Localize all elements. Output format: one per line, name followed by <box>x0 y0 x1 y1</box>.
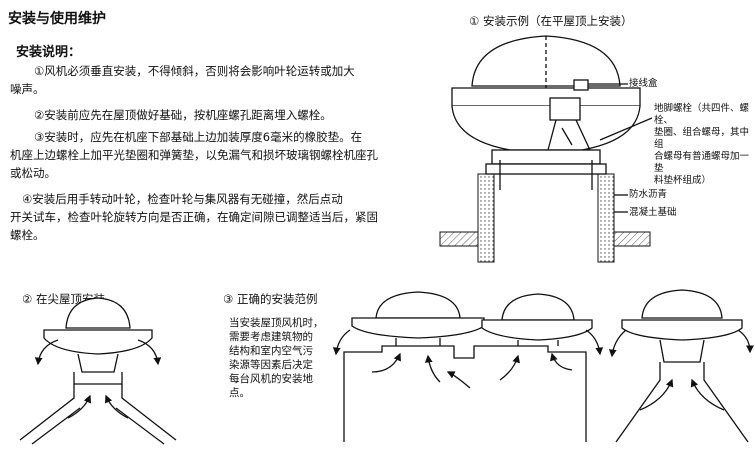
figure3-note: 当安装屋顶风机时， 需要考虑建筑物的 结构和室内空气污 染源等因素后决定 每台风… <box>229 316 324 400</box>
instruction-line-7: ④安装后用手转动叶轮，检查叶轮与集风器有无碰撞，然后点动 <box>22 192 343 206</box>
fan3c-hood <box>621 319 743 341</box>
fan3a-hood <box>351 317 485 339</box>
fan-base-collar <box>491 149 601 165</box>
fan2-dome <box>65 297 131 329</box>
instruction-line-6: 或松动。 <box>10 166 56 180</box>
building-outline <box>343 345 587 442</box>
callout-anchor-bolt-line-1: 地脚螺栓（共四件、螺栓、 <box>654 103 750 126</box>
instructions-title: 安装说明： <box>16 45 82 60</box>
motor-body <box>549 97 581 121</box>
figure3-note-line-4: 染源等因素后决定 <box>229 359 313 371</box>
page-heading: 安装与使用维护 <box>8 11 106 27</box>
callout-anchor-bolt-line-3: 合螺母有普通螺母加一垫 <box>654 151 750 174</box>
figure3-note-line-2: 需要考虑建筑物的 <box>229 331 313 343</box>
callout-anchor-bolt-line-4: 料垫杯组成） <box>654 175 712 186</box>
fan3c-dome <box>641 289 723 319</box>
fan3c-roof <box>615 362 749 443</box>
fan-hood <box>451 87 641 107</box>
fan-hood-skirt <box>451 105 641 151</box>
callout-anchor-bolt-line-2: 垫圈、组合螺母，其中组 <box>654 127 750 150</box>
instruction-line-9: 螺栓。 <box>10 228 45 242</box>
figure3-note-line-5: 每台风机的安装地 <box>229 373 313 385</box>
pitched-roof-fan-drawing <box>19 297 177 445</box>
instruction-line-4: ③安装时，应先在机座下部基础上边加装厚度6毫米的橡胶垫。在 <box>34 130 363 144</box>
figure3-caption: ③ 正确的安装范例 <box>223 292 318 306</box>
instruction-line-5: 机座上边螺栓上加平光垫圈和弹簧垫，以免漏气和损坏玻璃钢螺栓机座孔 <box>10 148 378 162</box>
fan3a-dome <box>375 291 461 319</box>
fan3b-dome <box>501 293 575 321</box>
roof-slab-left <box>439 231 479 247</box>
instruction-line-2: 噪声。 <box>10 82 45 96</box>
figure3-note-line-1: 当安装屋顶风机时， <box>229 317 324 329</box>
instruction-line-1: ①风机必须垂直安装，不得倾斜，否则将会影响叶轮运转或加大 <box>34 64 355 78</box>
callout-concrete: 混凝土基础 <box>629 207 677 218</box>
left-concrete-wall <box>477 173 495 263</box>
figure3-note-line-6: 点。 <box>229 387 250 399</box>
flat-roof-fan-drawing <box>439 35 653 263</box>
junction-box <box>573 79 589 91</box>
figure1-caption: ① 安装示例（在平屋顶上安装） <box>469 14 633 28</box>
fan3b-hood <box>481 319 593 341</box>
instruction-line-3: ②安装前应先在屋顶做好基础，按机座螺孔距离埋入螺栓。 <box>34 108 332 122</box>
callout-junction-box: 接线盒 <box>629 78 658 89</box>
roof-slab-right <box>613 231 651 247</box>
right-concrete-wall <box>597 173 615 263</box>
figure3-note-line-3: 结构和室内空气污 <box>229 345 313 357</box>
fan2-hood <box>43 329 153 355</box>
correct-installation-drawing <box>332 289 754 443</box>
instruction-line-8: 开关试车，检查叶轮旋转方向是否正确，在确定间隙已调整适当后，紧固 <box>10 210 378 224</box>
callout-waterproof: 防水沥青 <box>629 189 668 200</box>
fan-mounting-flange <box>485 163 607 175</box>
callout-anchor-bolt: 地脚螺栓（共四件、螺栓、 垫圈、组合螺母，其中组 合螺母有普通螺母加一垫 料垫杯… <box>654 103 754 187</box>
pitched-roof-line <box>19 384 177 441</box>
